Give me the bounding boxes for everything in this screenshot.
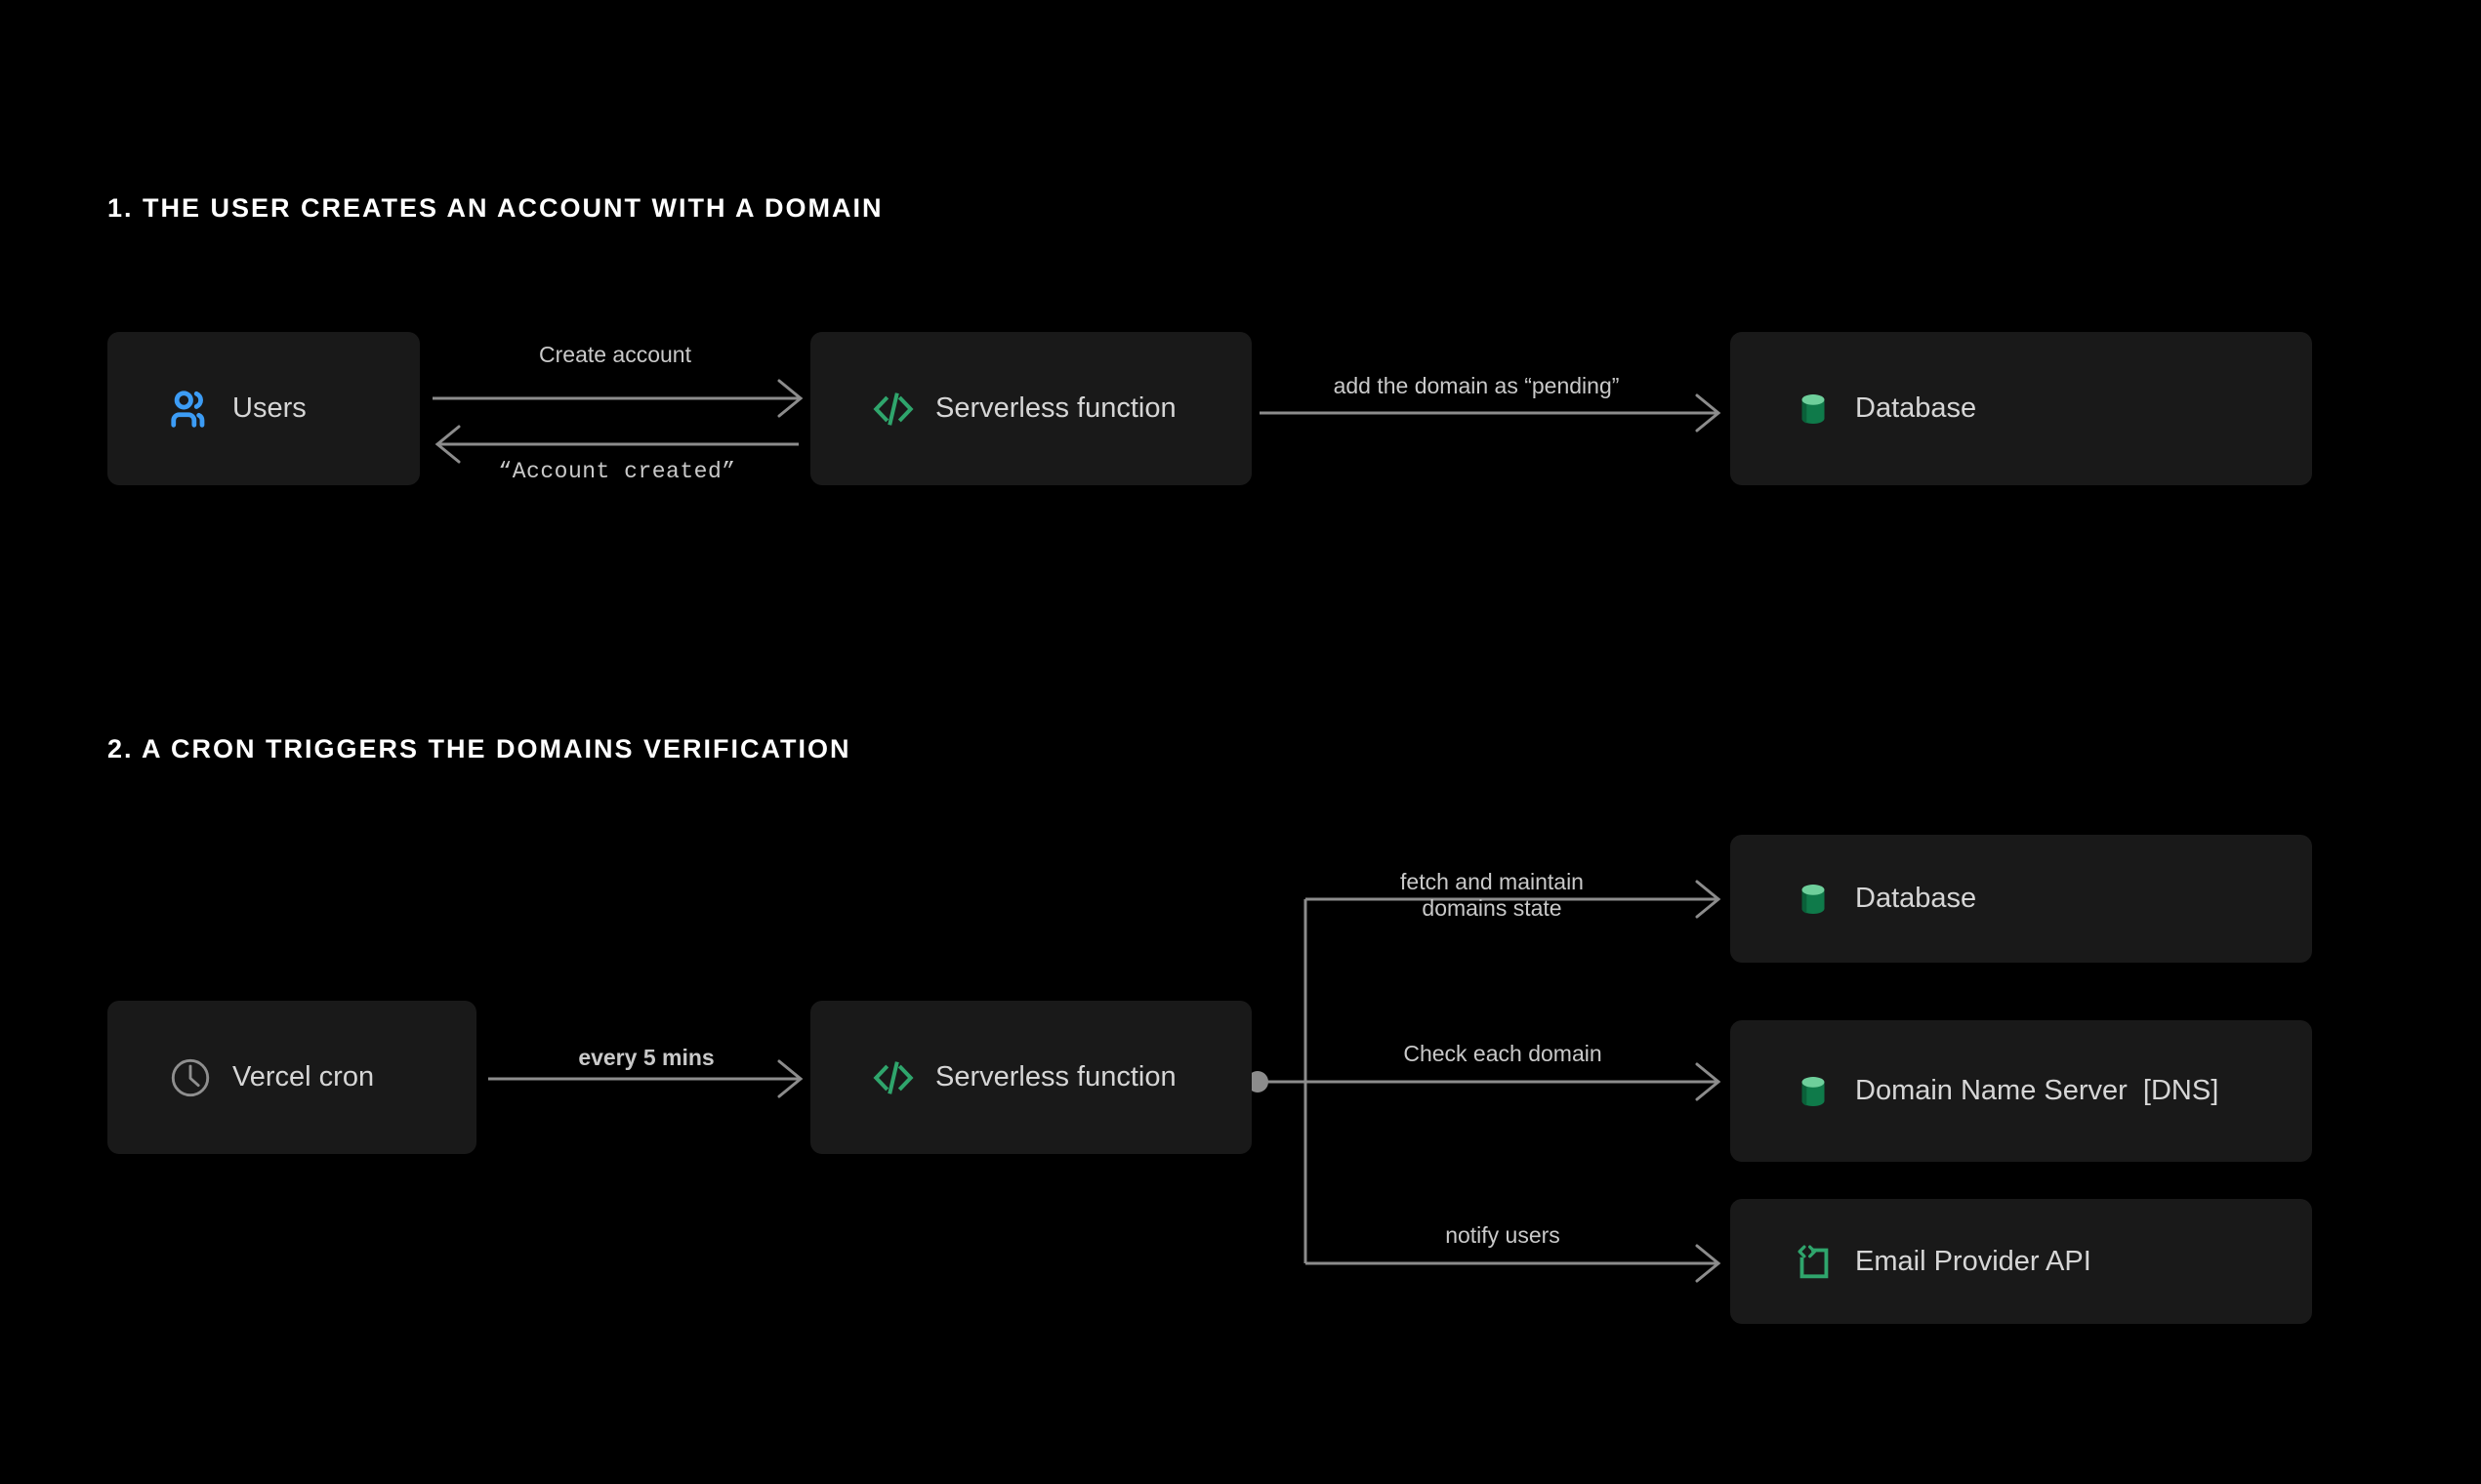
api-bracket-icon — [1798, 1245, 1829, 1279]
node-users[interactable]: Users — [107, 332, 420, 485]
arrow-create-account — [433, 379, 804, 418]
node-database-1-label: Database — [1855, 392, 1977, 424]
node-vercel-cron[interactable]: Vercel cron — [107, 1001, 476, 1154]
section-2-heading: 2. A CRON TRIGGERS THE DOMAINS VERIFICAT… — [107, 734, 851, 763]
node-database-1[interactable]: Database — [1730, 332, 2312, 485]
database-icon — [1801, 393, 1825, 424]
node-vercel-cron-label: Vercel cron — [232, 1061, 375, 1092]
node-domain-name-server-label: Domain Name Server [DNS] — [1855, 1075, 2219, 1106]
node-database-2-label: Database — [1855, 883, 1977, 914]
clock-icon — [171, 1058, 210, 1096]
node-serverless-function-1-label: Serverless function — [935, 392, 1177, 424]
users-icon — [171, 390, 205, 428]
database-icon — [1801, 884, 1825, 914]
node-serverless-function-2-label: Serverless function — [935, 1061, 1177, 1092]
node-email-provider-api[interactable]: Email Provider API — [1730, 1199, 2312, 1324]
section-1-heading: 1. THE USER CREATES AN ACCOUNT WITH A DO… — [107, 193, 884, 223]
arrow-notify-users — [1305, 1244, 1721, 1283]
node-domain-name-server[interactable]: Domain Name Server [DNS] — [1730, 1020, 2312, 1162]
edge-label-create-account: Create account — [539, 342, 691, 367]
code-icon — [873, 392, 914, 426]
node-serverless-function-1[interactable]: Serverless function — [810, 332, 1252, 485]
edge-label-account-created: “Account created” — [498, 459, 736, 484]
edge-label-notify-users: notify users — [1445, 1222, 1560, 1248]
branch-trunk — [1260, 899, 1307, 1263]
edge-label-fetch-and-maintain: fetch and maintain domains state — [1400, 869, 1584, 922]
node-serverless-function-2[interactable]: Serverless function — [810, 1001, 1252, 1154]
node-users-label: Users — [232, 392, 307, 424]
edge-label-every-5-mins: every 5 mins — [578, 1045, 715, 1070]
edge-label-add-domain: add the domain as “pending” — [1333, 373, 1620, 398]
node-database-2[interactable]: Database — [1730, 835, 2312, 963]
arrow-add-domain — [1260, 393, 1721, 433]
arrow-check-domain — [1305, 1062, 1721, 1101]
arrow-account-created — [434, 425, 799, 464]
node-email-provider-api-label: Email Provider API — [1855, 1245, 2091, 1277]
code-icon — [873, 1060, 914, 1094]
database-icon — [1801, 1076, 1825, 1106]
edge-label-check-each-domain: Check each domain — [1403, 1041, 1602, 1066]
